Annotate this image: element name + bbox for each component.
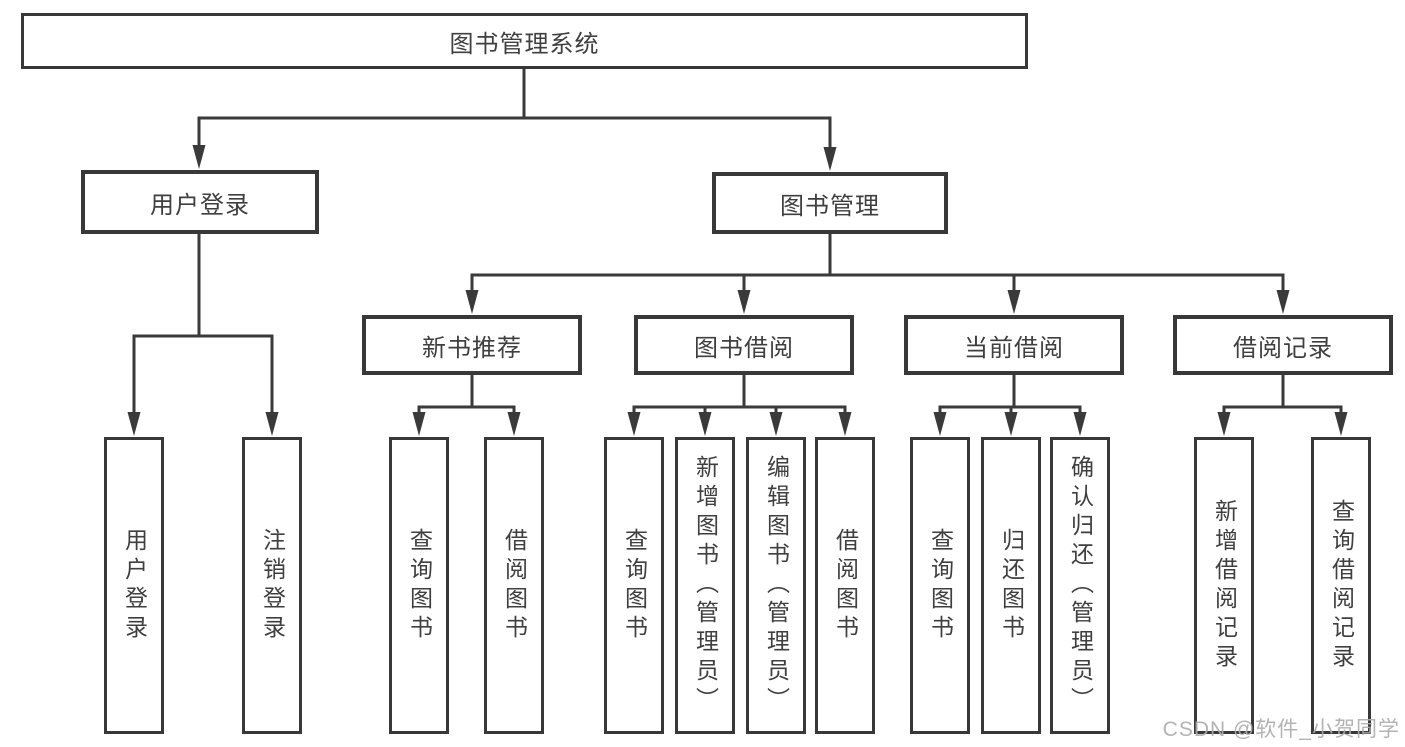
- leaf-cb-query-books: 查询图书: [910, 437, 970, 734]
- leaf-cb-query-books-label: 查询图书: [927, 527, 954, 644]
- leaf-cb-confirm-return-admin: 确认归还（管理员）: [1050, 437, 1110, 734]
- connector-new-book: [417, 375, 516, 415]
- node-current-borrow-label: 当前借阅: [964, 334, 1064, 362]
- leaf-br-add-record-label: 新增借阅记录: [1211, 498, 1238, 673]
- connector-user-login: [132, 233, 274, 415]
- node-book-borrow: 图书借阅: [634, 315, 854, 375]
- node-book-management: 图书管理: [712, 172, 948, 234]
- connector-root: [197, 69, 832, 150]
- leaf-nb-borrow-books-label: 借阅图书: [501, 527, 528, 644]
- watermark: CSDN @软件_小贺同学: [1162, 718, 1400, 741]
- leaf-nb-borrow-books: 借阅图书: [484, 437, 544, 734]
- leaf-nb-query-books: 查询图书: [389, 437, 449, 734]
- node-book-management-label: 图书管理: [780, 192, 880, 220]
- leaf-cb-return-books-label: 归还图书: [998, 527, 1025, 644]
- leaf-nb-query-books-label: 查询图书: [406, 527, 433, 644]
- leaf-user-login: 用户登录: [104, 437, 164, 734]
- leaf-bb-edit-books-admin: 编辑图书（管理员）: [746, 437, 806, 734]
- node-current-borrow: 当前借阅: [904, 315, 1124, 375]
- connector-book-borrow: [632, 375, 847, 415]
- node-new-book-recommend: 新书推荐: [362, 315, 582, 375]
- node-borrow-records: 借阅记录: [1173, 315, 1393, 375]
- leaf-bb-add-books-admin: 新增图书（管理员）: [675, 437, 735, 734]
- leaf-bb-query-books-label: 查询图书: [621, 527, 648, 644]
- leaf-br-query-record-label: 查询借阅记录: [1328, 498, 1355, 673]
- leaf-br-query-record: 查询借阅记录: [1311, 437, 1371, 734]
- node-user-login-label: 用户登录: [150, 191, 250, 219]
- leaf-bb-edit-books-admin-label: 编辑图书（管理员）: [763, 455, 790, 716]
- leaf-cb-confirm-return-admin-label: 确认归还（管理员）: [1067, 455, 1094, 716]
- node-user-login: 用户登录: [81, 170, 319, 234]
- leaf-bb-borrow-books-label: 借阅图书: [832, 527, 859, 644]
- leaf-bb-add-books-admin-label: 新增图书（管理员）: [692, 455, 719, 716]
- connector-book-management: [470, 234, 1285, 293]
- node-new-book-recommend-label: 新书推荐: [422, 334, 522, 362]
- node-book-borrow-label: 图书借阅: [694, 334, 794, 362]
- node-borrow-records-label: 借阅记录: [1233, 334, 1333, 362]
- node-root-label: 图书管理系统: [449, 30, 600, 58]
- leaf-logout-label: 注销登录: [259, 527, 286, 644]
- node-root: 图书管理系统: [21, 13, 1028, 69]
- leaf-br-add-record: 新增借阅记录: [1194, 437, 1254, 734]
- leaf-bb-query-books: 查询图书: [604, 437, 664, 734]
- connector-borrow-records: [1222, 375, 1343, 415]
- leaf-bb-borrow-books: 借阅图书: [815, 437, 875, 734]
- leaf-user-login-label: 用户登录: [121, 527, 148, 644]
- leaf-cb-return-books: 归还图书: [981, 437, 1041, 734]
- leaf-logout: 注销登录: [242, 437, 302, 734]
- connector-current-borrow: [938, 375, 1082, 415]
